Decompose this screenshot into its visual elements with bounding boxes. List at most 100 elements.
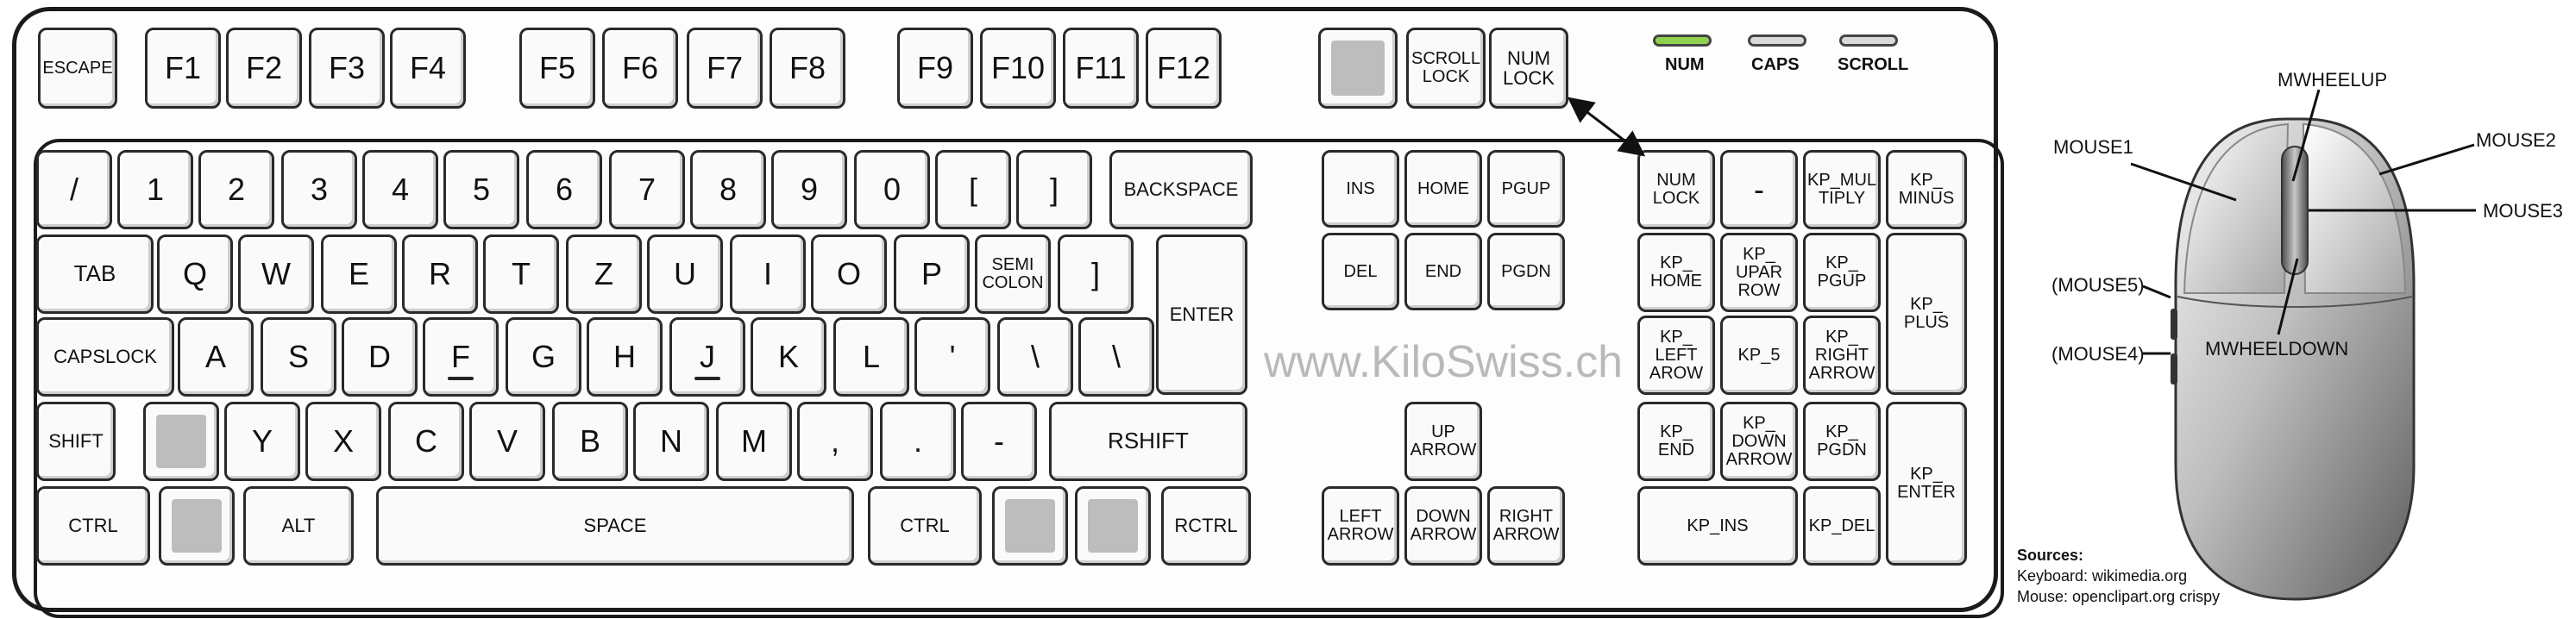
key-kp-end[interactable]: KP_ END bbox=[1637, 402, 1715, 481]
key-k[interactable]: K bbox=[751, 317, 826, 397]
key-1[interactable]: 1 bbox=[117, 150, 193, 229]
key-f7[interactable]: F7 bbox=[687, 28, 763, 109]
key-p[interactable]: P bbox=[894, 234, 970, 314]
key-7[interactable]: 7 bbox=[609, 150, 685, 229]
key-kp-5[interactable]: KP_5 bbox=[1720, 316, 1798, 395]
key-i[interactable]: I bbox=[730, 234, 806, 314]
key-rshift[interactable]: RSHIFT bbox=[1049, 402, 1247, 481]
key-bracket-right[interactable]: ] bbox=[1058, 234, 1134, 314]
key-f2[interactable]: F2 bbox=[226, 28, 302, 109]
key-kp-rightarrow[interactable]: KP_ RIGHT ARROW bbox=[1803, 316, 1881, 395]
key-blank-win-left[interactable] bbox=[159, 486, 235, 566]
key-kp-ins[interactable]: KP_INS bbox=[1637, 486, 1798, 566]
key-y[interactable]: Y bbox=[224, 402, 300, 481]
key-z[interactable]: Z bbox=[566, 234, 642, 314]
key-9[interactable]: 9 bbox=[771, 150, 847, 229]
key-scroll-lock[interactable]: SCROLL LOCK bbox=[1406, 28, 1486, 109]
key-escape[interactable]: ESCAPE bbox=[38, 28, 117, 109]
mouse-wheel[interactable] bbox=[2281, 146, 2309, 275]
key-a[interactable]: A bbox=[178, 317, 254, 397]
key-space[interactable]: SPACE bbox=[376, 486, 854, 566]
key-e[interactable]: E bbox=[321, 234, 397, 314]
key-down-arrow[interactable]: DOWN ARROW bbox=[1404, 486, 1482, 566]
mouse-button-left[interactable] bbox=[2183, 122, 2290, 294]
key-kp-enter[interactable]: KP_ ENTER bbox=[1886, 402, 1967, 566]
key-c[interactable]: C bbox=[388, 402, 464, 481]
key-kp-plus[interactable]: KP_ PLUS bbox=[1886, 233, 1967, 395]
key-j[interactable]: J bbox=[669, 317, 745, 397]
key-sym[interactable]: ' bbox=[914, 317, 990, 397]
key-f9[interactable]: F9 bbox=[897, 28, 973, 109]
key-blank-printscreen[interactable] bbox=[1318, 28, 1398, 109]
key-m[interactable]: M bbox=[716, 402, 792, 481]
key-sym[interactable]: ] bbox=[1016, 150, 1092, 229]
key-d[interactable]: D bbox=[342, 317, 418, 397]
key-sym[interactable]: \ bbox=[1078, 317, 1154, 397]
key-tab[interactable]: TAB bbox=[36, 234, 154, 314]
key-2[interactable]: 2 bbox=[198, 150, 274, 229]
key-kp-home[interactable]: KP_ HOME bbox=[1637, 233, 1715, 312]
key-backspace[interactable]: BACKSPACE bbox=[1109, 150, 1253, 229]
key-pgdn[interactable]: PGDN bbox=[1487, 233, 1565, 310]
key-ins[interactable]: INS bbox=[1322, 150, 1399, 228]
key-rctrl[interactable]: RCTRL bbox=[1161, 486, 1251, 566]
key-f12[interactable]: F12 bbox=[1146, 28, 1222, 109]
key-5[interactable]: 5 bbox=[443, 150, 519, 229]
key-shift[interactable]: SHIFT bbox=[36, 402, 116, 481]
key-up-arrow[interactable]: UP ARROW bbox=[1404, 402, 1482, 481]
key-right-arrow[interactable]: RIGHT ARROW bbox=[1487, 486, 1565, 566]
key-kp-downarrow[interactable]: KP_ DOWN ARROW bbox=[1720, 402, 1798, 481]
key-3[interactable]: 3 bbox=[281, 150, 357, 229]
mouse-button-right[interactable] bbox=[2302, 122, 2407, 294]
key-f1[interactable]: F1 bbox=[145, 28, 221, 109]
key-ctrl-right[interactable]: CTRL bbox=[868, 486, 982, 566]
key-h[interactable]: H bbox=[587, 317, 663, 397]
key-s[interactable]: S bbox=[261, 317, 336, 397]
key-f[interactable]: F bbox=[423, 317, 499, 397]
key-end[interactable]: END bbox=[1404, 233, 1482, 310]
key-blank-iso[interactable] bbox=[143, 402, 219, 481]
key-sym[interactable]: , bbox=[797, 402, 873, 481]
key-alt[interactable]: ALT bbox=[243, 486, 354, 566]
key-w[interactable]: W bbox=[238, 234, 314, 314]
key-sym[interactable]: - bbox=[961, 402, 1037, 481]
key-sym[interactable]: . bbox=[880, 402, 956, 481]
key-capslock[interactable]: CAPSLOCK bbox=[36, 317, 174, 397]
key-left-arrow[interactable]: LEFT ARROW bbox=[1322, 486, 1399, 566]
key-b[interactable]: B bbox=[552, 402, 628, 481]
key-n[interactable]: N bbox=[633, 402, 709, 481]
key-0[interactable]: 0 bbox=[854, 150, 930, 229]
key-f8[interactable]: F8 bbox=[770, 28, 845, 109]
key-4[interactable]: 4 bbox=[362, 150, 438, 229]
key-sym[interactable]: \ bbox=[997, 317, 1073, 397]
key-o[interactable]: O bbox=[811, 234, 887, 314]
key-f11[interactable]: F11 bbox=[1063, 28, 1139, 109]
key-f6[interactable]: F6 bbox=[602, 28, 678, 109]
key-f10[interactable]: F10 bbox=[980, 28, 1056, 109]
key-sym[interactable]: [ bbox=[935, 150, 1011, 229]
key-x[interactable]: X bbox=[305, 402, 381, 481]
key-pgup[interactable]: PGUP bbox=[1487, 150, 1565, 228]
key-kp-del[interactable]: KP_DEL bbox=[1803, 486, 1881, 566]
key-f4[interactable]: F4 bbox=[390, 28, 466, 109]
key-kp-minus-sign[interactable]: - bbox=[1720, 150, 1798, 229]
key-q[interactable]: Q bbox=[157, 234, 233, 314]
key-kp-multiply[interactable]: KP_MUL TIPLY bbox=[1803, 150, 1881, 229]
key-t[interactable]: T bbox=[483, 234, 559, 314]
key-kp-numlock[interactable]: NUM LOCK bbox=[1637, 150, 1715, 229]
key-ctrl-left[interactable]: CTRL bbox=[36, 486, 150, 566]
key-f5[interactable]: F5 bbox=[519, 28, 595, 109]
key-l[interactable]: L bbox=[833, 317, 909, 397]
key-home[interactable]: HOME bbox=[1404, 150, 1482, 228]
mouse-side-button-lower[interactable] bbox=[2171, 353, 2177, 385]
key-kp-pgup[interactable]: KP_ PGUP bbox=[1803, 233, 1881, 312]
key-g[interactable]: G bbox=[506, 317, 581, 397]
key-sym[interactable]: / bbox=[36, 150, 112, 229]
key-blank-menu[interactable] bbox=[1075, 486, 1151, 566]
key-enter[interactable]: ENTER bbox=[1156, 234, 1247, 395]
key-kp-minus[interactable]: KP_ MINUS bbox=[1886, 150, 1967, 229]
mouse-side-button-upper[interactable] bbox=[2171, 309, 2177, 340]
key-blank-win-right[interactable] bbox=[992, 486, 1068, 566]
key-6[interactable]: 6 bbox=[526, 150, 602, 229]
key-u[interactable]: U bbox=[647, 234, 723, 314]
